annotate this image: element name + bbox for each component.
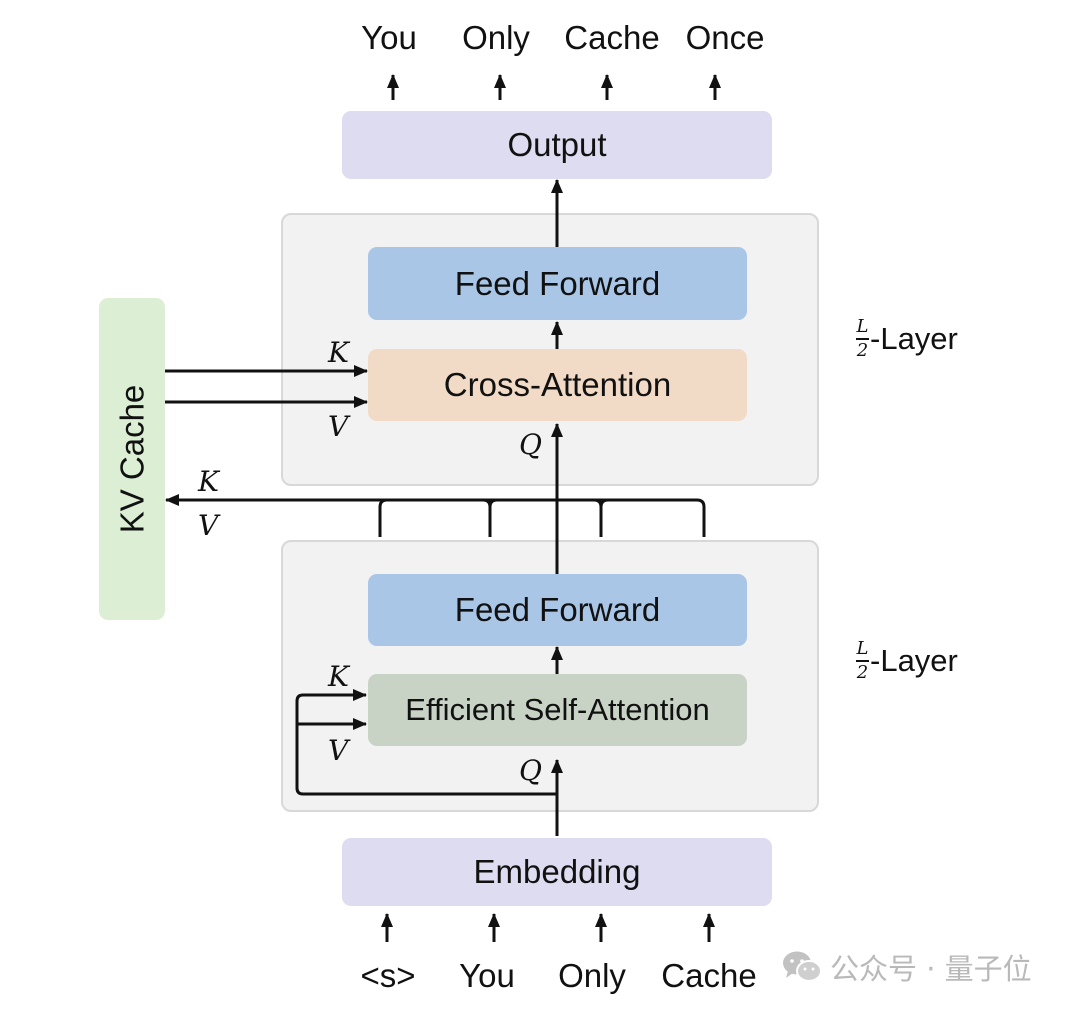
cross-attention-k-symbol: K	[328, 336, 349, 369]
lower-layer-count-label: L 2 -Layer	[856, 638, 958, 683]
lower-feed-forward-label: Feed Forward	[454, 591, 661, 628]
kv-bus	[378, 498, 706, 537]
input-token: <s>	[360, 957, 416, 994]
self-attention-label: Efficient Self-Attention	[405, 692, 710, 727]
self-attention-block: Efficient Self-Attention	[368, 674, 747, 746]
embedding-block: Embedding	[342, 838, 772, 906]
self-attention-q-symbol: Q	[519, 754, 542, 787]
input-token: You	[459, 957, 515, 994]
output-token: Once	[685, 19, 765, 56]
lower-layer-fraction: L 2	[856, 638, 869, 683]
output-token: Cache	[564, 19, 660, 56]
kv-bus-k-symbol: K	[198, 465, 219, 498]
cross-attention-label: Cross-Attention	[443, 366, 672, 403]
watermark: 公众号 · 量子位	[782, 946, 1032, 988]
output-block: Output	[342, 111, 772, 179]
upper-layer-fraction: L 2	[856, 316, 869, 361]
embedding-label: Embedding	[473, 853, 641, 890]
lower-feed-forward-block: Feed Forward	[368, 574, 747, 646]
input-token: Cache	[661, 957, 757, 994]
self-attention-k-symbol: K	[328, 660, 349, 693]
watermark-text: 公众号 · 量子位	[830, 952, 1032, 986]
cross-attention-block: Cross-Attention	[368, 349, 747, 421]
upper-feed-forward-block: Feed Forward	[368, 247, 747, 320]
output-label: Output	[507, 126, 607, 163]
upper-layer-count-label: L 2 -Layer	[856, 316, 958, 361]
cross-attention-q-symbol: Q	[519, 428, 542, 461]
output-token: Only	[462, 19, 530, 56]
self-attention-kv-loop	[295, 689, 557, 796]
kv-cache-block: KV Cache	[99, 298, 165, 620]
kv-cache-label: KV Cache	[113, 384, 150, 534]
wechat-icon	[783, 951, 822, 982]
output-token: You	[361, 19, 417, 56]
upper-feed-forward-label: Feed Forward	[454, 264, 661, 302]
self-attention-v-symbol: V	[328, 734, 349, 767]
kv-bus-v-symbol: V	[198, 509, 219, 542]
input-token: Only	[558, 957, 626, 994]
cross-attention-v-symbol: V	[328, 410, 349, 443]
